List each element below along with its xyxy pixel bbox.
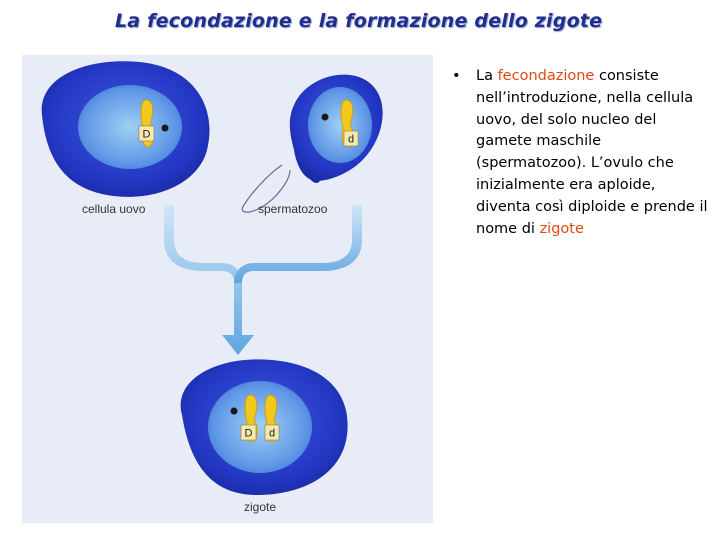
bullet-text-start: La (476, 68, 498, 84)
term-zigote: zigote (539, 220, 584, 237)
slide-title: La fecondazione e la formazione dello zi… (115, 10, 603, 32)
bullet-text-middle: consiste nell’introduzione, nella cellul… (476, 68, 708, 237)
egg-cell: D (41, 61, 210, 197)
gene-label-zygote-left: D (245, 428, 253, 440)
bullet-text: La fecondazione consiste nell’introduzio… (476, 66, 712, 240)
bullet-list: • La fecondazione consiste nell’introduz… (452, 66, 712, 240)
label-sperm: spermatozoo (258, 202, 328, 216)
centriole-dot-zygote (230, 407, 238, 415)
term-fecondazione: fecondazione (497, 68, 595, 84)
fertilization-figure: D d cellula uovo spermatozoo (22, 55, 433, 523)
gene-label-zygote-right: d (269, 428, 275, 440)
centriole-dot-sperm (321, 113, 329, 121)
label-zygote: zigote (244, 500, 276, 514)
bullet-marker: • (452, 68, 461, 84)
label-egg-cell: cellula uovo (82, 202, 146, 216)
gene-label-egg: D (143, 129, 151, 141)
merge-arrow (164, 205, 362, 355)
gene-label-sperm: d (348, 134, 354, 146)
sperm-cell: d (241, 74, 383, 213)
fertilization-diagram: D d cellula uovo spermatozoo (41, 61, 383, 514)
centriole-dot (161, 124, 169, 132)
zygote-cell: D d (180, 359, 348, 495)
